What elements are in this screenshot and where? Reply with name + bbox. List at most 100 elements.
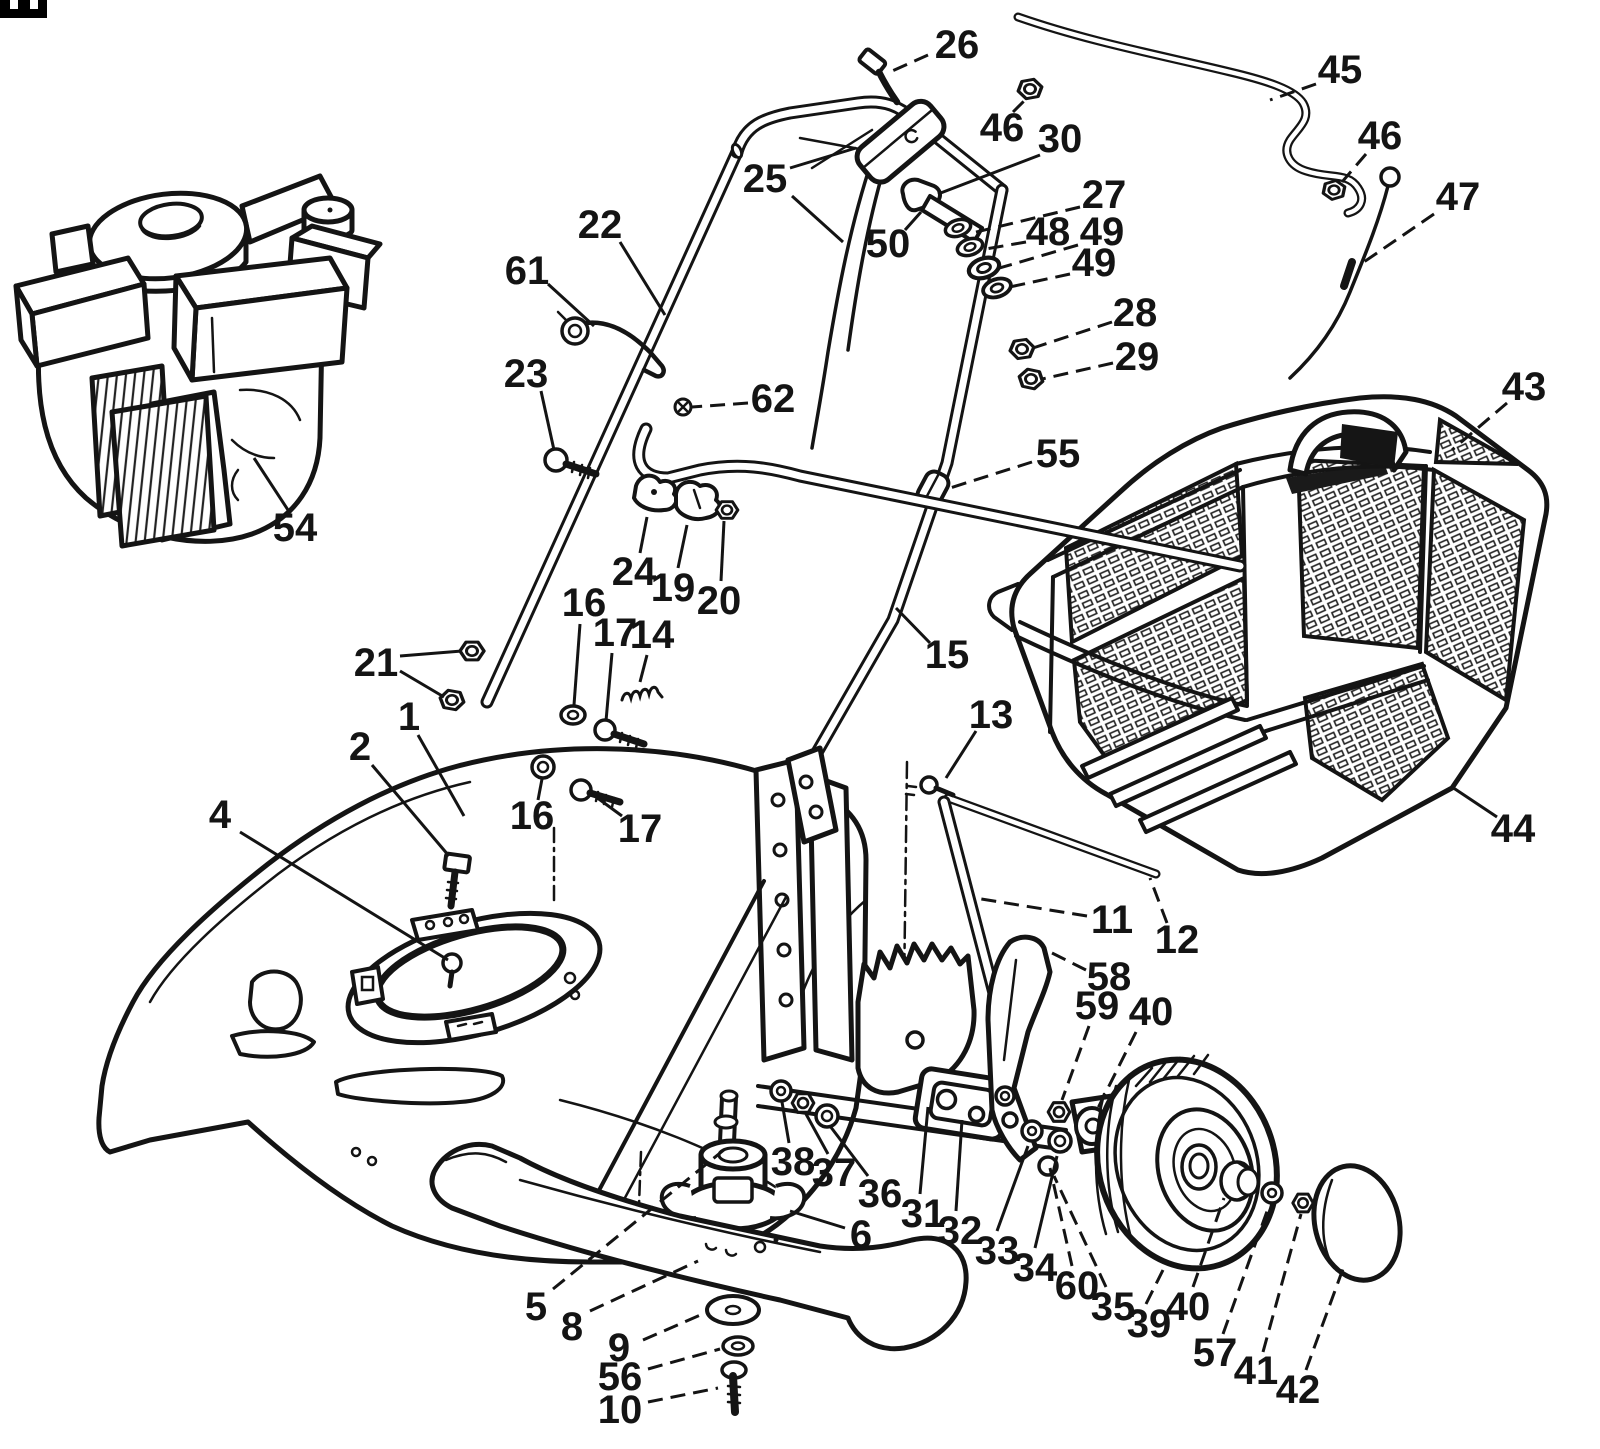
callout-19: 19 <box>651 524 695 610</box>
callout-48: 48 <box>979 210 1071 254</box>
callout-17-lower: 17 <box>591 792 663 851</box>
callout-54: 54 <box>252 457 318 550</box>
leader-line-22 <box>618 241 667 316</box>
callout-49-lower: 49 <box>1004 241 1117 290</box>
leader-line-54 <box>252 457 290 511</box>
leader-line-4 <box>239 830 449 962</box>
callout-28: 28 <box>1032 291 1158 350</box>
part-number-15: 15 <box>925 633 970 677</box>
callout-58: 58 <box>1051 951 1132 999</box>
part-number-1: 1 <box>398 695 420 739</box>
part-number-17-lower: 17 <box>618 807 663 851</box>
leader-line-46-right <box>1340 153 1368 183</box>
callout-46-left: 46 <box>980 97 1028 150</box>
part-number-38: 38 <box>771 1140 816 1184</box>
leader-line-40-wheel <box>1191 1197 1226 1288</box>
callout-39: 39 <box>1127 1261 1172 1346</box>
part-number-58: 58 <box>1087 955 1132 999</box>
leader-line-50 <box>903 211 923 231</box>
callout-16-upper: 16 <box>562 581 606 706</box>
callout-37: 37 <box>804 1113 857 1195</box>
callout-5: 5 <box>525 1147 726 1329</box>
part-number-37: 37 <box>812 1151 857 1195</box>
callout-11: 11 <box>974 896 1133 942</box>
callout-15: 15 <box>894 606 970 677</box>
leader-line-43 <box>1451 401 1508 452</box>
washer-57 <box>1260 1181 1284 1205</box>
callout-24: 24 <box>612 516 657 594</box>
part-number-24: 24 <box>612 550 657 594</box>
part-number-33: 33 <box>975 1229 1020 1273</box>
leader-line-40-axle <box>1094 1031 1138 1113</box>
part-number-46-left: 46 <box>980 106 1025 150</box>
leader-line-38 <box>780 1101 791 1144</box>
part-number-11: 11 <box>1091 898 1133 942</box>
part-number-28: 28 <box>1113 291 1158 335</box>
part-number-4: 4 <box>209 793 232 837</box>
throttle-cable-illustration <box>1288 166 1401 380</box>
leader-line-17-upper <box>604 652 614 722</box>
callout-17-upper: 17 <box>593 611 638 722</box>
callout-22: 22 <box>578 203 667 316</box>
leader-line-57 <box>1221 1202 1272 1335</box>
part-number-46-right: 46 <box>1358 114 1403 158</box>
leader-line-33 <box>995 1145 1030 1232</box>
leader-line-29 <box>1041 361 1114 381</box>
leader-line-56 <box>647 1347 721 1371</box>
leader-line-39 <box>1144 1261 1169 1305</box>
part-number-12: 12 <box>1155 918 1200 962</box>
callout-23: 23 <box>504 352 556 451</box>
part-number-49-lower: 49 <box>1072 241 1117 285</box>
part-number-45: 45 <box>1318 48 1363 92</box>
part-number-57: 57 <box>1193 1331 1238 1375</box>
callout-47: 47 <box>1357 175 1481 268</box>
part-number-2: 2 <box>349 725 371 769</box>
callout-20: 20 <box>697 520 742 623</box>
leader-line-16-upper <box>572 623 582 706</box>
leader-line-58 <box>1051 951 1087 972</box>
callout-40-wheel: 40 <box>1166 1197 1226 1329</box>
leader-line-13 <box>944 730 978 779</box>
callout-26: 26 <box>889 23 979 74</box>
callout-32: 32 <box>938 1119 982 1253</box>
engine-illustration <box>13 173 383 549</box>
hardware-illustration <box>436 310 956 989</box>
leader-line-25 <box>789 146 857 170</box>
callout-35: 35 <box>1052 1175 1135 1329</box>
part-number-22: 22 <box>578 203 623 247</box>
part-number-41: 41 <box>1234 1349 1279 1393</box>
leader-line-5 <box>552 1147 726 1291</box>
callout-36: 36 <box>828 1125 902 1216</box>
part-number-17-upper: 17 <box>593 611 638 655</box>
callout-12: 12 <box>1148 877 1200 962</box>
mower-deck-illustration <box>96 745 977 1265</box>
callout-38: 38 <box>771 1101 816 1184</box>
part-number-61: 61 <box>505 249 550 293</box>
leader-line-47 <box>1357 212 1435 268</box>
part-number-47: 47 <box>1436 175 1481 219</box>
callout-21: 21 <box>354 641 463 699</box>
leader-line-27 <box>971 205 1081 235</box>
callout-29: 29 <box>1041 335 1159 381</box>
part-number-48: 48 <box>1026 210 1071 254</box>
callout-44: 44 <box>1451 785 1536 851</box>
part-number-44: 44 <box>1491 807 1536 851</box>
leader-line-25 <box>790 194 845 244</box>
callout-57: 57 <box>1193 1202 1272 1375</box>
leader-line-45 <box>1269 82 1317 102</box>
callout-42: 42 <box>1276 1265 1346 1412</box>
part-number-39: 39 <box>1127 1302 1172 1346</box>
part-number-42: 42 <box>1276 1368 1321 1412</box>
part-number-20: 20 <box>697 579 742 623</box>
leader-line-37 <box>804 1113 830 1155</box>
part-number-59: 59 <box>1075 984 1120 1028</box>
leader-line-60 <box>1048 1167 1074 1267</box>
leader-line-42 <box>1304 1265 1346 1371</box>
part-number-8: 8 <box>561 1305 583 1349</box>
callout-9: 9 <box>608 1311 706 1370</box>
callout-49-upper: 49 <box>995 210 1124 271</box>
leader-line-6 <box>789 1209 846 1230</box>
part-number-60: 60 <box>1055 1264 1100 1308</box>
